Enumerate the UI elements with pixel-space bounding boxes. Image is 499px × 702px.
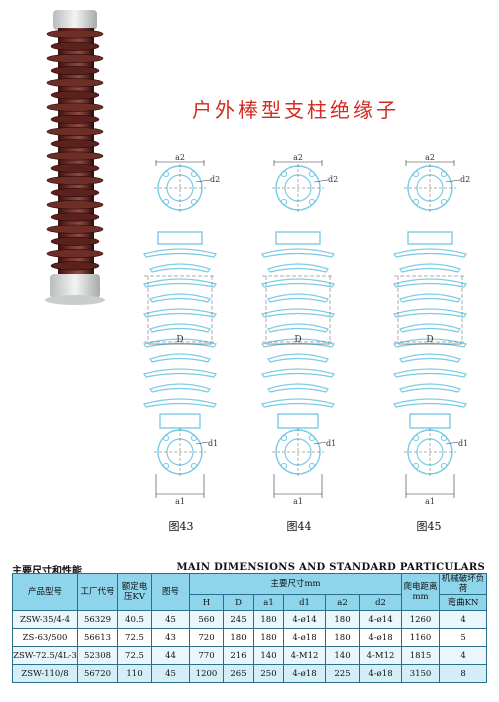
svg-text:d1: d1 <box>326 439 336 448</box>
page-title: 户外棒型支柱绝缘子 <box>192 98 399 122</box>
table-cell: 4-M12 <box>358 646 403 665</box>
table-cell: 110 <box>117 664 152 683</box>
table-cell: 4-M12 <box>283 646 326 665</box>
table-cell: 43 <box>151 628 190 647</box>
table-cell: 140 <box>325 646 360 665</box>
table-cell: ZS-63/500 <box>12 628 78 647</box>
table-cell: 4-ø14 <box>358 610 403 629</box>
header-dim-h: H <box>189 594 224 611</box>
svg-text:a2: a2 <box>175 153 185 162</box>
table-cell: 1160 <box>401 628 441 647</box>
figure-label-44: 图44 <box>286 520 312 533</box>
table-cell: 265 <box>223 664 254 683</box>
table-cell: 250 <box>253 664 284 683</box>
table-cell: 720 <box>189 628 224 647</box>
table-cell: 56720 <box>77 664 118 683</box>
table-cell: 180 <box>253 628 284 647</box>
figure-label-45: 图45 <box>416 520 442 533</box>
svg-text:a2: a2 <box>293 153 303 162</box>
header-main-dims: 主要尺寸mm <box>188 573 403 595</box>
header-dim-d1: d1 <box>283 594 326 611</box>
svg-text:d2: d2 <box>328 175 338 184</box>
table-cell: 56329 <box>77 610 118 629</box>
table-cell: 180 <box>325 610 360 629</box>
table-cell: 40.5 <box>117 610 152 629</box>
header-bending: 弯曲KN <box>439 594 488 611</box>
table-cell: ZSW-110/8 <box>12 664 78 683</box>
svg-text:D: D <box>176 335 183 345</box>
svg-text:a1: a1 <box>293 497 303 506</box>
table-cell: ZSW-72.5/4L-3 <box>12 646 78 665</box>
table-cell: 1260 <box>401 610 441 629</box>
table-cell: 225 <box>325 664 360 683</box>
table-cell: 4-ø18 <box>283 628 326 647</box>
table-cell: 8 <box>439 664 488 683</box>
table-cell: 245 <box>223 610 254 629</box>
svg-text:a1: a1 <box>175 497 185 506</box>
header-mech-failure: 机械破坏负荷 <box>439 573 488 595</box>
header-factory-code: 工厂代号 <box>77 573 118 611</box>
svg-text:D: D <box>426 335 433 345</box>
table-cell: 4-ø18 <box>358 664 403 683</box>
table-cell: 4 <box>439 646 488 665</box>
table-cell: ZSW-35/4-4 <box>12 610 78 629</box>
table-cell: 180 <box>325 628 360 647</box>
table-cell: 52308 <box>77 646 118 665</box>
table-cell: 45 <box>151 610 190 629</box>
table-cell: 140 <box>253 646 284 665</box>
table-cell: 560 <box>189 610 224 629</box>
svg-text:D: D <box>294 335 301 345</box>
header-model: 产品型号 <box>12 573 78 611</box>
table-cell: 56613 <box>77 628 118 647</box>
table-cell: 45 <box>151 664 190 683</box>
svg-text:d1: d1 <box>208 439 218 448</box>
header-dim-a2: a2 <box>325 594 360 611</box>
svg-text:a2: a2 <box>425 153 435 162</box>
insulator-photo <box>45 10 105 305</box>
header-dim-d2: d2 <box>358 594 403 611</box>
header-creepage: 爬电距离mm <box>401 573 441 611</box>
table-cell: 4-ø18 <box>283 664 326 683</box>
table-cell: 216 <box>223 646 254 665</box>
table-cell: 44 <box>151 646 190 665</box>
table-cell: 1200 <box>189 664 224 683</box>
table-cell: 72.5 <box>117 628 152 647</box>
table-cell: 4 <box>439 610 488 629</box>
table-cell: 770 <box>189 646 224 665</box>
table-cell: 5 <box>439 628 488 647</box>
header-dim-d: D <box>223 594 254 611</box>
svg-text:a1: a1 <box>425 497 435 506</box>
header-dim-a1: a1 <box>253 594 284 611</box>
table-cell: 4-ø18 <box>358 628 403 647</box>
section-title-cn: 主要尺寸和性能 <box>12 566 82 577</box>
svg-text:d2: d2 <box>460 175 470 184</box>
table-cell: 4-ø14 <box>283 610 326 629</box>
figure-label-43: 图43 <box>168 520 194 533</box>
table-cell: 180 <box>223 628 254 647</box>
table-cell: 180 <box>253 610 284 629</box>
svg-text:d2: d2 <box>210 175 220 184</box>
header-figure: 图号 <box>151 573 190 611</box>
header-rated-voltage: 额定电压KV <box>117 573 152 611</box>
table-cell: 3150 <box>401 664 441 683</box>
svg-text:d1: d1 <box>458 439 468 448</box>
section-title-en: MAIN DIMENSIONS AND STANDARD PARTICULARS <box>176 562 485 573</box>
table-cell: 1815 <box>401 646 441 665</box>
table-cell: 72.5 <box>117 646 152 665</box>
dimensions-table: 产品型号 工厂代号 额定电压KV 图号 主要尺寸mm 爬电距离mm 机械破坏负荷… <box>12 573 488 683</box>
